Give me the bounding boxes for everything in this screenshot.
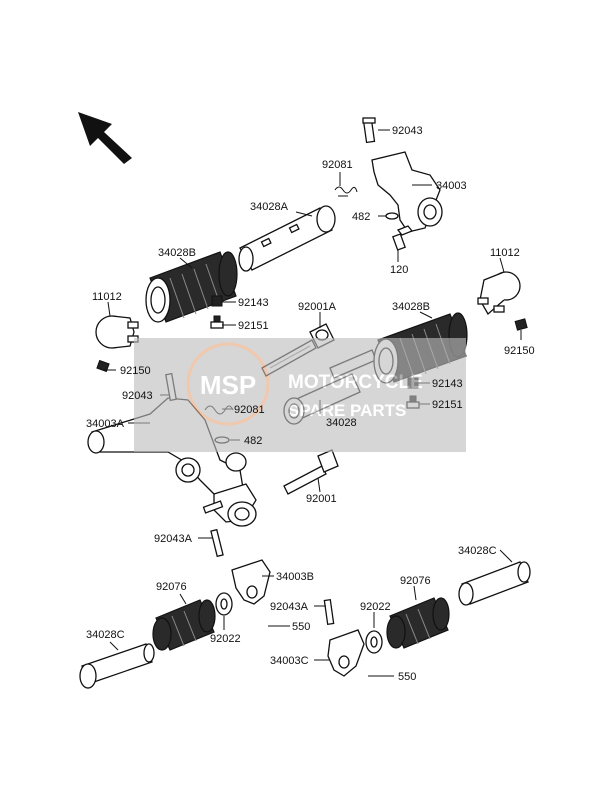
part-labels: 92043 92081 34003 34028A 482 120 34028B …: [86, 125, 535, 683]
rubber-34028B-left: [145, 251, 238, 323]
cap-11012-right: [477, 271, 521, 316]
washer-92022-right: [365, 630, 383, 654]
label-34028A: 34028A: [250, 201, 289, 213]
label-92151-right: 92151: [432, 399, 463, 411]
rubber-92076-left: [152, 599, 216, 651]
label-34028C-left: 34028C: [86, 629, 125, 641]
bolt-92150-left: [96, 359, 110, 373]
label-34003B: 34003B: [276, 571, 314, 583]
label-92001: 92001: [306, 493, 337, 505]
label-92151-left: 92151: [238, 320, 269, 332]
bolt-92150-right: [514, 318, 528, 331]
watermark-subtitle: SPARE PARTS: [288, 401, 406, 420]
rubber-92076-right: [386, 597, 450, 649]
footpeg-holder-34028A: [238, 205, 336, 272]
bracket-34003B: [231, 559, 271, 605]
label-92022-right: 92022: [360, 601, 391, 613]
cotter-482-top: [385, 212, 399, 220]
watermark-logo: MSP: [200, 370, 256, 400]
label-120: 120: [390, 264, 408, 276]
label-92022-left: 92022: [210, 633, 241, 645]
leader-lines: [104, 129, 522, 677]
label-34003C: 34003C: [270, 655, 309, 667]
label-34003A: 34003A: [86, 418, 125, 430]
bolt-92001: [283, 449, 339, 495]
bolt-120: [392, 225, 414, 251]
bracket-34003: [371, 151, 443, 233]
label-92076-left: 92076: [156, 581, 187, 593]
label-92143-left: 92143: [238, 297, 269, 309]
washer-92022-left: [215, 592, 233, 616]
label-550-left: 550: [292, 621, 310, 633]
label-34028B-left: 34028B: [158, 247, 196, 259]
label-92143-right: 92143: [432, 378, 463, 390]
pin-92043A-right: [323, 598, 335, 626]
pin-92043-top: [362, 117, 376, 144]
label-11012-right: 11012: [490, 247, 520, 259]
collar-92143-left: [211, 295, 223, 307]
label-92081-mid: 92081: [234, 404, 265, 416]
spring-92081-top: [334, 186, 358, 197]
label-11012-left: 11012: [92, 291, 122, 303]
label-92150-left: 92150: [120, 365, 151, 377]
label-34028B-right: 34028B: [392, 301, 430, 313]
label-92043-mid: 92043: [122, 390, 153, 402]
label-92043A-right: 92043A: [270, 601, 309, 613]
label-92076-right: 92076: [400, 575, 431, 587]
cap-11012-left: [95, 315, 139, 349]
watermark-logo-icon: [186, 342, 270, 426]
bracket-34003C: [327, 629, 365, 677]
label-34028C-right: 34028C: [458, 545, 497, 557]
footpeg-34028C-left: [79, 643, 155, 689]
label-482-top: 482: [352, 211, 370, 223]
footpeg-34028C-right: [458, 561, 531, 606]
arrow-up-left-icon: [78, 112, 132, 164]
label-92043-top: 92043: [392, 125, 423, 137]
label-92043A-left: 92043A: [154, 533, 193, 545]
label-34028: 34028: [326, 417, 357, 429]
label-34003: 34003: [436, 180, 467, 192]
watermark: MSP MOTORCYCLE SPARE PARTS: [134, 338, 466, 452]
label-92150-right: 92150: [504, 345, 535, 357]
label-482-mid: 482: [244, 435, 262, 447]
label-92001A: 92001A: [298, 301, 337, 313]
watermark-title: MOTORCYCLE: [288, 372, 423, 393]
label-550-right: 550: [398, 671, 416, 683]
washer-pin-lower: [202, 500, 224, 514]
label-92081-top: 92081: [322, 159, 353, 171]
pin-92043A-left: [210, 528, 224, 558]
bolt-92151-left: [210, 315, 224, 329]
